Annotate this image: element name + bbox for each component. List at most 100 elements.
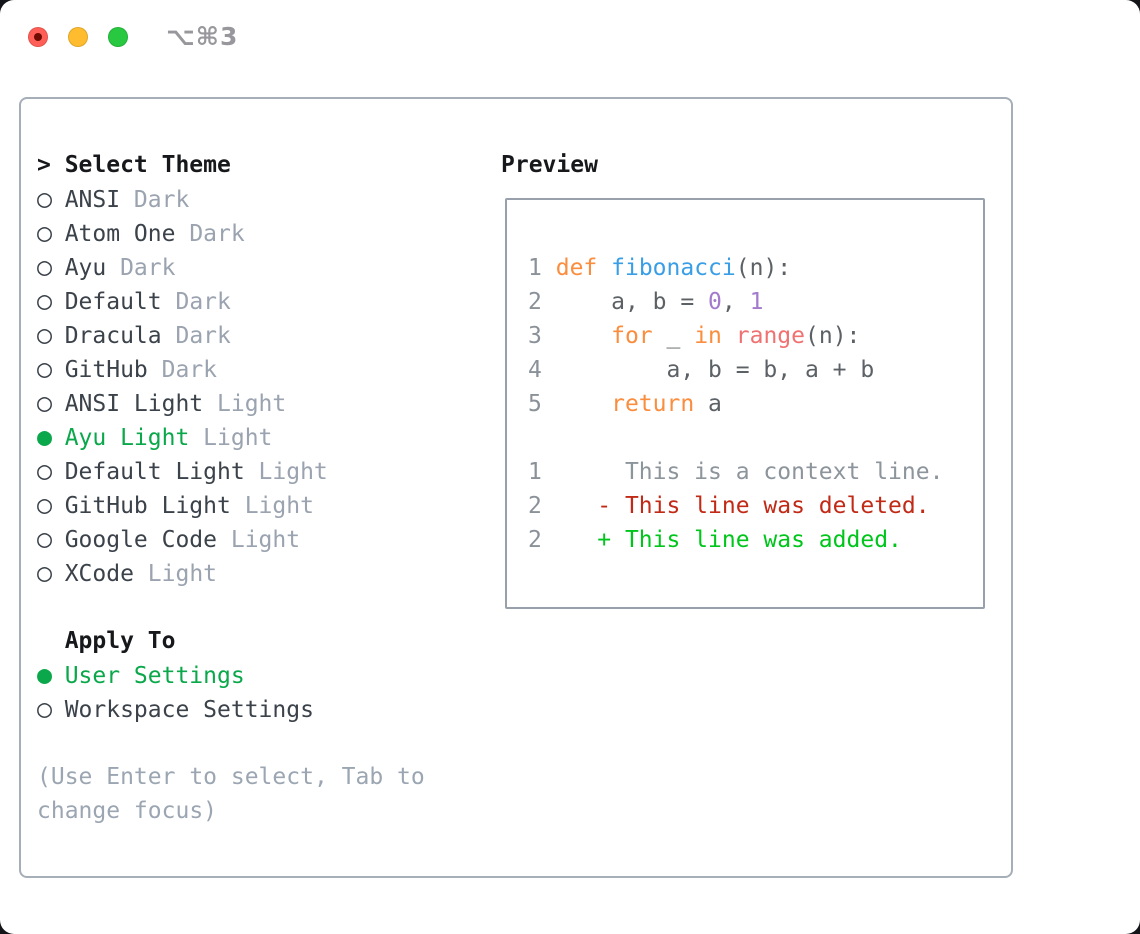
apply-option[interactable]: ● User Settings xyxy=(37,658,425,692)
code-line: 1 def fibonacci(n): xyxy=(528,251,983,285)
theme-option[interactable]: ○ XCode Light xyxy=(37,556,425,590)
apply-option[interactable]: ○Workspace Settings xyxy=(37,692,425,726)
line-number: 2 xyxy=(528,493,542,519)
window-title: ⌥⌘3 xyxy=(166,22,239,51)
code-segment: + This line was added. xyxy=(541,527,902,553)
theme-name: Google Code xyxy=(64,527,218,553)
line-number: 3 xyxy=(528,323,542,349)
theme-option[interactable]: ○ Ayu Dark xyxy=(37,250,425,284)
code-segment xyxy=(542,391,611,417)
code-segment: in xyxy=(694,323,722,349)
focus-caret-icon: > xyxy=(37,152,51,178)
radio-icon: ○ xyxy=(37,490,53,519)
code-segment: def xyxy=(555,255,598,281)
minimize-button[interactable] xyxy=(68,27,88,47)
apply-to-list: ● User Settings ○Workspace Settings xyxy=(37,658,425,726)
code-segment: This is a context line. xyxy=(541,459,944,485)
theme-name: Atom One xyxy=(64,221,176,247)
apply-option-label: User Settings xyxy=(64,663,245,689)
titlebar: ⌥⌘3 xyxy=(0,0,1140,70)
theme-variant: Dark xyxy=(189,221,245,247)
theme-variant: Dark xyxy=(133,187,190,213)
code-segment: a, b = xyxy=(541,289,709,315)
theme-name: Default xyxy=(64,289,162,315)
theme-variant: Dark xyxy=(161,357,218,383)
theme-name: GitHub Light xyxy=(64,493,231,519)
code-segment: , xyxy=(721,289,750,315)
theme-name: Ayu xyxy=(64,255,107,281)
theme-variant: Light xyxy=(217,391,287,417)
code-segment: _ xyxy=(652,323,695,349)
radio-icon: ○ xyxy=(37,524,53,553)
traffic-lights xyxy=(28,27,128,47)
radio-icon: ○ xyxy=(37,354,53,383)
code-line: 1 This is a context line. xyxy=(528,455,983,489)
theme-name: Ayu Light xyxy=(64,425,190,451)
theme-variant: Light xyxy=(230,527,301,553)
code-line: 2 - This line was deleted. xyxy=(528,489,983,523)
radio-selected-icon: ● xyxy=(37,422,53,451)
code-line: 4 a, b = b, a + b xyxy=(528,353,983,387)
preview-title: Preview xyxy=(501,152,598,178)
code-segment: fibonacci xyxy=(611,255,736,281)
theme-option[interactable]: ○ GitHub Dark xyxy=(37,352,425,386)
spacer xyxy=(37,726,425,760)
line-number: 1 xyxy=(528,459,542,485)
code-segment: 0 xyxy=(708,289,722,315)
code-line: 5 return a xyxy=(528,387,983,421)
apply-to-header: Apply To xyxy=(37,624,425,658)
code-segment xyxy=(597,255,611,281)
code-segment: a, b = b, a + b xyxy=(541,357,875,383)
radio-selected-icon: ● xyxy=(37,660,53,689)
apply-to-title: Apply To xyxy=(64,628,176,654)
radio-icon: ○ xyxy=(37,388,53,417)
theme-variant: Dark xyxy=(175,323,231,349)
radio-icon: ○ xyxy=(37,184,53,213)
theme-name: Default Light xyxy=(64,459,245,485)
hint-line-2: change focus) xyxy=(37,798,218,824)
code-segment: for xyxy=(611,323,653,349)
radio-icon: ○ xyxy=(37,252,53,281)
line-number: 2 xyxy=(528,289,542,315)
theme-variant: Light xyxy=(203,425,273,451)
theme-option[interactable]: ○ ANSI Dark xyxy=(37,182,425,216)
theme-option[interactable]: ○ Default Light Light xyxy=(37,454,425,488)
theme-name: Dracula xyxy=(64,323,162,349)
radio-icon: ○ xyxy=(37,218,53,247)
radio-icon: ○ xyxy=(37,456,53,485)
code-line: 2 a, b = 0, 1 xyxy=(528,285,983,319)
zoom-button[interactable] xyxy=(108,27,128,47)
code-segment xyxy=(542,255,556,281)
code-line: 3 for _ in range(n): xyxy=(528,319,983,353)
theme-variant: Light xyxy=(147,561,218,587)
radio-icon: ○ xyxy=(37,286,53,315)
theme-variant: Light xyxy=(258,459,328,485)
theme-variant: Dark xyxy=(120,255,176,281)
code-segment: return xyxy=(611,391,695,417)
theme-option[interactable]: ● Ayu Light Light xyxy=(37,420,425,454)
code-segment: 1 xyxy=(749,289,764,315)
theme-option[interactable]: ○ Google Code Light xyxy=(37,522,425,556)
select-theme-title: Select Theme xyxy=(64,152,231,178)
line-number: 5 xyxy=(528,391,542,417)
line-number: 1 xyxy=(528,255,542,281)
code-segment: (n): xyxy=(805,323,861,349)
theme-name: ANSI xyxy=(64,187,121,213)
code-segment: (n): xyxy=(735,255,792,281)
radio-icon: ○ xyxy=(37,694,53,723)
theme-name: GitHub xyxy=(64,357,148,383)
radio-icon: ○ xyxy=(37,558,53,587)
theme-option[interactable]: ○ Atom One Dark xyxy=(37,216,425,250)
code-line xyxy=(528,421,983,455)
hint-line-1: (Use Enter to select, Tab to xyxy=(37,764,425,790)
theme-name: XCode xyxy=(64,561,134,587)
close-button[interactable] xyxy=(28,27,48,47)
